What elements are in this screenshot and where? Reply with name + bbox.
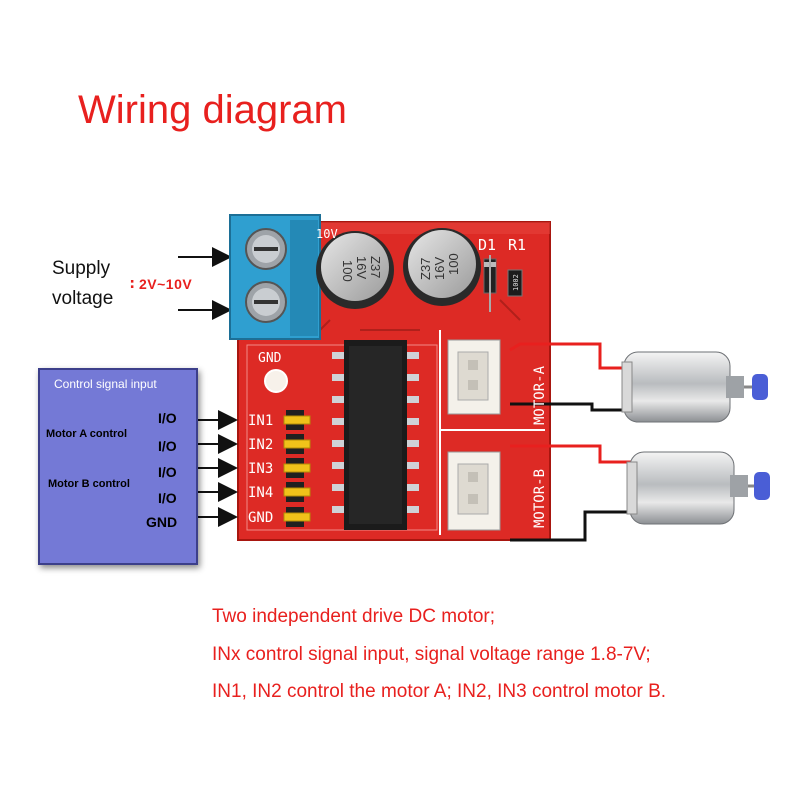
header-pin <box>283 439 311 449</box>
description-line-1: Two independent drive DC motor; <box>212 606 496 627</box>
motor-a-label: MOTOR-A <box>532 365 548 425</box>
svg-text:Z37: Z37 <box>368 256 383 278</box>
input-arrows <box>192 410 238 527</box>
svg-text:1002: 1002 <box>512 274 520 291</box>
motor-b-connector <box>447 451 501 531</box>
supply-label-line1: Supply <box>52 258 111 279</box>
capacitor-1: 100 16V Z37 <box>316 231 394 309</box>
svg-text:16V: 16V <box>432 257 447 280</box>
header-pin <box>283 415 311 425</box>
ic-pin <box>332 396 346 403</box>
board-gnd-label: GND <box>258 351 282 366</box>
ic-pin <box>332 352 346 359</box>
ic-pin <box>332 418 346 425</box>
svg-text:Z37: Z37 <box>418 258 433 280</box>
ic-pin <box>332 374 346 381</box>
dc-motor-a <box>621 351 768 423</box>
diagram-title: Wiring diagram <box>78 88 347 132</box>
ic-pin <box>405 396 419 403</box>
driver-ic-chip <box>332 340 419 530</box>
supply-arrows <box>178 247 232 320</box>
ic-pin <box>405 440 419 447</box>
board-pin-label-5: GND <box>248 510 273 526</box>
motor-a-connector <box>447 339 501 415</box>
description-line-2: INx control signal input, signal voltage… <box>212 644 651 665</box>
ic-pin <box>405 484 419 491</box>
mounting-hole <box>264 369 288 393</box>
header-pins <box>283 410 311 527</box>
panel-pin-4: I/O <box>158 490 177 506</box>
panel-pin-3: I/O <box>158 464 177 480</box>
diode-d1 <box>483 255 497 312</box>
svg-text:100: 100 <box>446 253 461 275</box>
header-pin <box>283 463 311 473</box>
ic-pin <box>332 440 346 447</box>
control-panel-title: Control signal input <box>54 377 157 391</box>
board-pin-label-3: IN3 <box>248 461 273 477</box>
board-top-text: 10V <box>316 227 338 241</box>
ic-pin <box>332 506 346 513</box>
capacitor-2: 100 16V Z37 <box>403 228 481 306</box>
ic-pin <box>405 418 419 425</box>
ic-pin <box>405 374 419 381</box>
diode-label: D1 <box>478 236 496 254</box>
board-pin-label-2: IN2 <box>248 437 273 453</box>
motor-a-control-label: Motor A control <box>46 428 128 440</box>
resistor-label: R1 <box>508 236 526 254</box>
control-signal-panel: Control signal input Motor A control Mot… <box>38 368 198 565</box>
svg-text:100: 100 <box>340 260 355 282</box>
panel-pin-2: I/O <box>158 438 177 454</box>
board-pin-label-1: IN1 <box>248 413 273 429</box>
svg-text:16V: 16V <box>354 256 369 279</box>
motor-b-control-label: Motor B control <box>48 478 130 490</box>
header-pin <box>283 487 311 497</box>
motor-b-label: MOTOR-B <box>532 469 548 528</box>
resistor-r1: 1002 <box>507 269 523 297</box>
power-screw-terminal <box>229 214 321 340</box>
motor-wires <box>509 342 632 542</box>
panel-pin-1: I/O <box>158 410 177 426</box>
ic-pin <box>332 484 346 491</box>
ic-pin <box>405 506 419 513</box>
panel-pin-gnd: GND <box>146 514 178 530</box>
ic-pin <box>332 462 346 469</box>
header-pin <box>283 512 311 522</box>
supply-voltage-range: ∶ 2V~10V <box>130 276 193 292</box>
description-line-3: IN1, IN2 control the motor A; IN2, IN3 c… <box>212 681 667 702</box>
board-pin-label-4: IN4 <box>248 485 273 501</box>
ic-pin <box>405 462 419 469</box>
ic-pin <box>405 352 419 359</box>
supply-label-line2: voltage <box>52 288 114 309</box>
dc-motor-b <box>626 451 770 525</box>
